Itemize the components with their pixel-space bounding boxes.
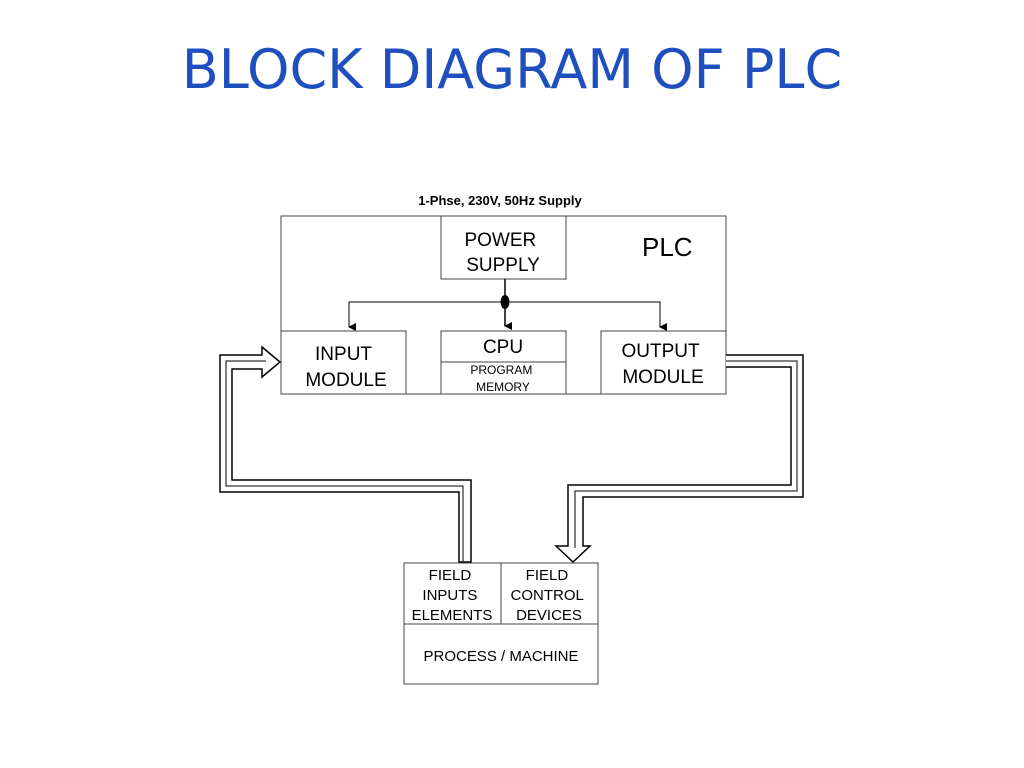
field-inputs-line-2: INPUTS (422, 587, 477, 604)
output-module-box (600, 330, 727, 395)
field-inputs-label: FIELD INPUTS ELEMENTS (412, 567, 493, 624)
power-supply-line-1: POWER (464, 230, 536, 251)
field-inputs-line-3: ELEMENTS (412, 607, 493, 624)
program-memory-label: PROGRAM MEMORY (470, 363, 535, 394)
field-inputs-line-1: FIELD (429, 567, 472, 584)
field-control-line-1: FIELD (526, 567, 569, 584)
plc-label: PLC (642, 232, 693, 262)
input-module-box (280, 330, 407, 395)
power-supply-line-2: SUPPLY (466, 255, 540, 276)
output-to-field-arrow (554, 354, 804, 564)
input-module-label: INPUT MODULE (305, 344, 386, 391)
page-title: BLOCK DIAGRAM OF PLC (181, 38, 843, 101)
field-control-label: FIELD CONTROL DEVICES (511, 567, 588, 624)
program-memory-line-1: PROGRAM (470, 363, 532, 377)
supply-label: 1-Phse, 230V, 50Hz Supply (418, 193, 582, 208)
power-supply-label: POWER SUPPLY (464, 230, 541, 276)
process-machine-label: PROCESS / MACHINE (423, 648, 578, 665)
power-supply-box (440, 215, 567, 280)
field-to-input-arrow-inner (225, 360, 464, 562)
input-module-line-1: INPUT (315, 344, 372, 365)
field-control-line-3: DEVICES (516, 607, 582, 624)
input-module-line-2: MODULE (305, 370, 386, 391)
output-module-label: OUTPUT MODULE (621, 341, 704, 388)
output-module-line-2: MODULE (622, 367, 703, 388)
program-memory-line-2: MEMORY (476, 380, 530, 394)
output-module-line-1: OUTPUT (621, 341, 700, 362)
cpu-label: CPU (483, 337, 523, 358)
output-to-field-arrow-inner (574, 360, 798, 548)
field-to-input-arrow (219, 345, 472, 563)
field-control-line-2: CONTROL (511, 587, 584, 604)
